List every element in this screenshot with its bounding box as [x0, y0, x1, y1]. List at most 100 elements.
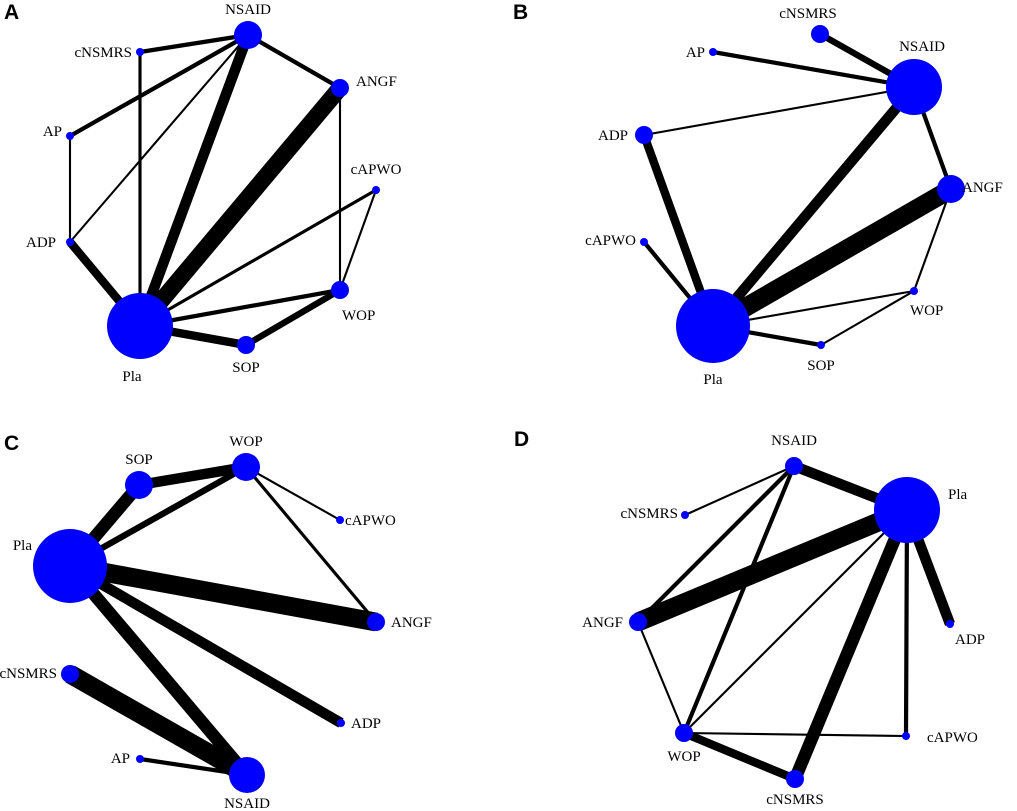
- edge-ap-nsaid: [68, 33, 250, 138]
- node-label-wop: WOP: [342, 308, 375, 324]
- edges-a: [66, 32, 377, 350]
- node-pla: [676, 289, 750, 363]
- node-label-adp: ADP: [955, 632, 985, 648]
- edge-wop-angf: [244, 465, 378, 624]
- node-label-ap: AP: [43, 124, 62, 140]
- node-label-cnsmrs: cNSMRS: [779, 6, 837, 22]
- node-sop: [125, 471, 153, 499]
- panel-letter-b: B: [513, 1, 528, 24]
- edges-c: [65, 461, 378, 784]
- edge-sop-wop: [138, 461, 247, 491]
- edge-capwo-pla: [139, 188, 377, 328]
- edge-pla-adp: [67, 561, 344, 728]
- edge-ap-nsaid: [712, 49, 915, 90]
- panel-letter-c: C: [4, 432, 19, 455]
- node-label-cnsmrs_top: cNSMRS: [620, 506, 678, 522]
- node-label-cnsmrs: cNSMRS: [766, 792, 824, 808]
- node-capwo: [336, 516, 344, 524]
- node-sop: [237, 336, 255, 354]
- node-label-adp: ADP: [26, 235, 56, 251]
- node-label-capwo: cAPWO: [927, 730, 978, 746]
- node-cnsmrs: [136, 48, 144, 56]
- edge-angf-wop: [637, 621, 685, 734]
- node-ap: [709, 48, 717, 56]
- node-label-sop: SOP: [232, 360, 260, 376]
- node-label-angf: ANGF: [391, 615, 432, 631]
- node-angf: [629, 613, 647, 631]
- node-label-ap: AP: [686, 45, 705, 61]
- node-label-adp: ADP: [598, 128, 628, 144]
- panel-letter-d: D: [514, 428, 529, 451]
- node-label-cnsmrs: cNSMRS: [0, 666, 57, 682]
- edge-nsaid-angf: [636, 464, 796, 624]
- edge-wop-sop: [244, 287, 342, 348]
- node-capwo: [640, 238, 648, 246]
- edge-cnsmrs-nsaid: [65, 665, 252, 784]
- node-label-sop: SOP: [807, 358, 835, 374]
- node-label-pla: Pla: [703, 372, 723, 388]
- node-nsaid: [785, 457, 803, 475]
- node-ap: [66, 132, 74, 140]
- node-nsaid: [234, 21, 262, 49]
- node-angf: [331, 79, 349, 97]
- node-angf: [367, 613, 385, 631]
- edge-angf-pla: [708, 180, 956, 335]
- node-nsaid: [229, 757, 265, 793]
- node-wop: [675, 724, 693, 742]
- edges-d: [634, 461, 955, 783]
- edge-capwo-wop: [339, 189, 377, 291]
- node-label-cnsmrs: cNSMRS: [74, 45, 132, 61]
- edge-wop-capwo: [245, 466, 341, 521]
- edge-angf-pla: [634, 501, 911, 631]
- edge-cnsmrs-nsaid: [139, 32, 249, 55]
- node-label-nsaid: NSAID: [224, 796, 270, 811]
- node-nsaid: [886, 59, 942, 115]
- node-cnsmrs: [61, 665, 79, 683]
- node-label-pla: Pla: [948, 487, 968, 503]
- node-label-angf: ANGF: [962, 180, 1003, 196]
- node-adp: [337, 719, 345, 727]
- node-label-nsaid: NSAID: [771, 433, 817, 449]
- node-adp: [946, 620, 954, 628]
- node-label-capwo: cAPWO: [585, 233, 636, 249]
- node-label-angf: ANGF: [582, 615, 623, 631]
- node-adp: [66, 238, 74, 246]
- edge-ap-nsaid: [139, 756, 248, 778]
- edge-wop-capwo: [683, 731, 907, 738]
- edge-adp-nsaid: [643, 85, 915, 137]
- node-wop: [232, 453, 260, 481]
- node-label-wop: WOP: [667, 749, 700, 765]
- node-label-sop: SOP: [125, 452, 153, 468]
- node-wop: [331, 281, 349, 299]
- panel-letter-a: A: [4, 1, 19, 24]
- edge-pla-angf: [68, 556, 378, 632]
- node-cnsmrs_top: [681, 511, 689, 519]
- node-label-nsaid: NSAID: [899, 39, 945, 55]
- edge-nsaid-cnsmrs_top: [684, 465, 795, 516]
- node-cnsmrs: [811, 25, 829, 43]
- node-label-capwo: cAPWO: [345, 513, 396, 529]
- node-label-adp: ADP: [351, 716, 381, 732]
- node-pla: [107, 293, 173, 359]
- node-angf: [937, 175, 965, 203]
- edge-nsaid-wop: [682, 465, 796, 734]
- edge-nsaid-pla: [708, 83, 919, 330]
- edge-angf-pla: [133, 82, 347, 332]
- node-label-pla: Pla: [122, 369, 142, 385]
- node-pla: [33, 529, 107, 603]
- edge-angf-wop: [913, 188, 952, 292]
- edge-wop-pla: [139, 287, 341, 329]
- node-pla: [874, 477, 940, 543]
- edge-wop-cnsmrs: [682, 729, 797, 783]
